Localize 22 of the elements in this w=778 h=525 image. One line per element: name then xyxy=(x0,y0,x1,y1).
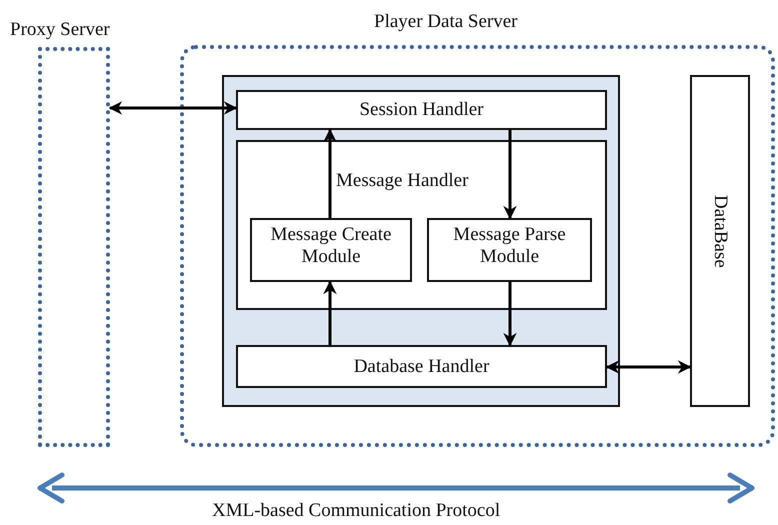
arrow xyxy=(503,282,517,346)
process-box xyxy=(236,90,607,130)
arrow xyxy=(606,360,692,374)
arrow xyxy=(323,280,337,345)
handler-box xyxy=(236,140,607,310)
process-box xyxy=(236,345,607,388)
arrow xyxy=(108,101,238,115)
container-title: Proxy Server xyxy=(10,19,110,41)
process-box xyxy=(427,218,592,282)
vertical-label: DataBase xyxy=(709,195,731,268)
database-box xyxy=(690,75,750,407)
node-label: Message Handler xyxy=(336,170,468,192)
node-label: Database Handler xyxy=(352,356,490,378)
container-title: Player Data Server xyxy=(374,11,518,33)
node-label: Message Create Module xyxy=(270,224,392,268)
node-label: Message Parse Module xyxy=(452,224,567,268)
protocol-label: XML-based Communication Protocol xyxy=(212,500,500,522)
node-label: Session Handler xyxy=(358,99,484,121)
handler-panel xyxy=(222,75,620,407)
arrow xyxy=(323,128,337,218)
arrow xyxy=(503,130,517,220)
process-box xyxy=(250,218,412,282)
